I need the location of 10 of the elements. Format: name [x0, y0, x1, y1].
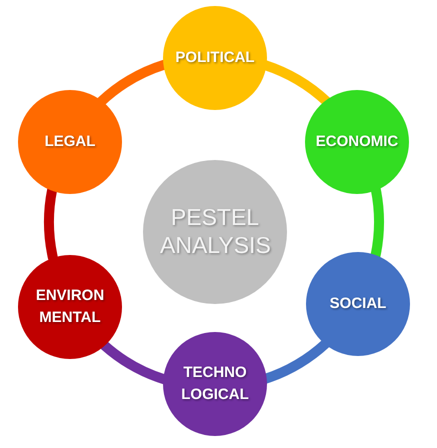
connector-arc — [370, 188, 384, 257]
category-label: TECHNO LOGICAL — [180, 363, 250, 405]
category-label: POLITICAL — [175, 48, 255, 68]
category-label: SOCIAL — [330, 294, 386, 314]
connector-arc — [263, 60, 330, 106]
connector-arc — [44, 188, 58, 260]
connector-arc — [98, 60, 167, 106]
category-label: ECONOMIC — [316, 132, 398, 152]
category-label: LEGAL — [44, 132, 96, 152]
category-label: ENVIRON MENTAL — [34, 286, 106, 328]
